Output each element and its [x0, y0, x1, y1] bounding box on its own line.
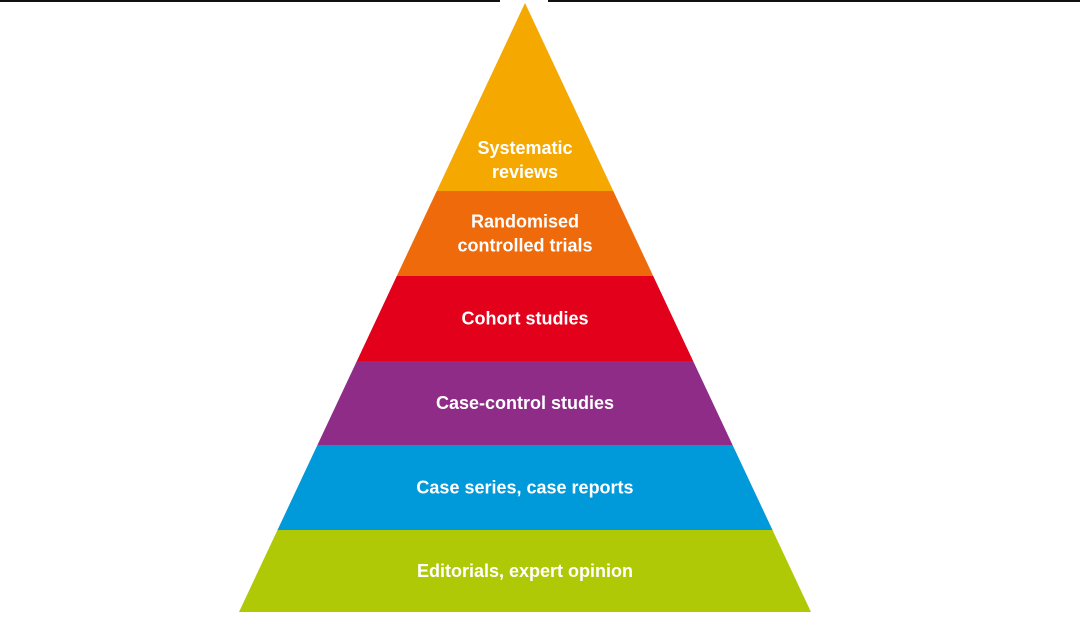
tier-case-series-case-reports [277, 445, 773, 530]
tier-label-editorials-expert-opinion: Editorials, expert opinion [417, 561, 633, 581]
tier-label-line: reviews [492, 162, 558, 182]
tier-cohort-studies [356, 276, 694, 361]
tier-randomised-controlled-trials [396, 191, 654, 276]
tier-label-line: controlled trials [457, 236, 592, 256]
tier-label-cohort-studies: Cohort studies [461, 309, 588, 329]
tier-label-line: Editorials, expert opinion [417, 561, 633, 581]
tier-label-systematic-reviews: Systematic reviews [477, 138, 572, 182]
tier-label-case-control-studies: Case-control studies [436, 393, 614, 413]
tier-label-case-series-case-reports: Case series, case reports [416, 478, 633, 498]
tier-label-randomised-controlled-trials: Randomised controlled trials [457, 212, 592, 256]
tier-case-control-studies [317, 361, 733, 445]
tier-label-line: Case series, case reports [416, 478, 633, 498]
tier-editorials-expert-opinion [239, 530, 811, 612]
tier-systematic-reviews [436, 3, 614, 191]
tier-label-line: Randomised [471, 212, 579, 232]
top-border-left [0, 0, 500, 2]
tier-label-line: Systematic [477, 138, 572, 158]
tier-label-line: Cohort studies [461, 309, 588, 329]
top-border-right [548, 0, 1080, 2]
tier-label-line: Case-control studies [436, 393, 614, 413]
